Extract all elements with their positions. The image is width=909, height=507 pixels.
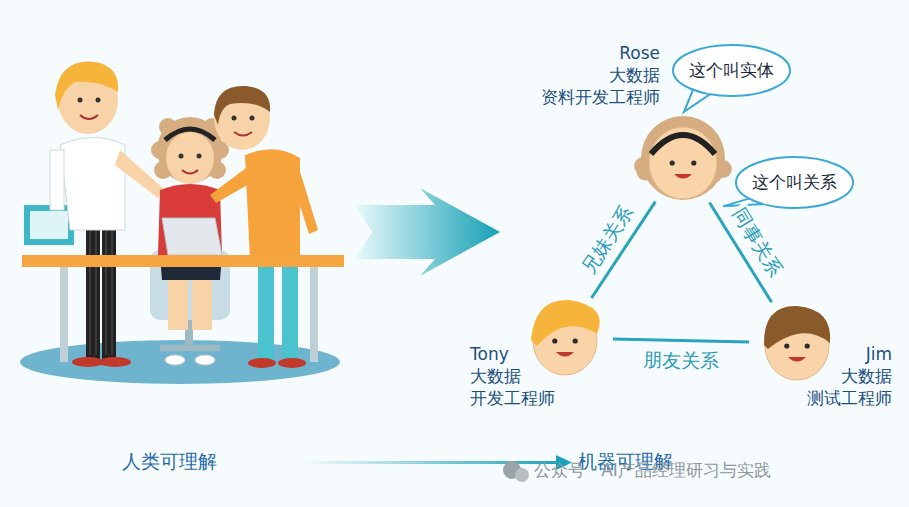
person-face: Jim大数据测试工程师 (763, 309, 831, 377)
watermark: 公众号 · AI产品经理研习与实践 (534, 459, 771, 482)
bubble-text: 这个叫关系 (735, 171, 854, 194)
eye (805, 343, 810, 348)
person-text: 大数据 (470, 365, 555, 387)
person-text: 开发工程师 (470, 387, 555, 409)
face-drawing (633, 110, 733, 210)
person-text: Tony (470, 343, 555, 365)
face-drawing (517, 290, 613, 386)
eye (573, 338, 578, 343)
bubble-join (755, 196, 767, 202)
bubble-join (696, 86, 710, 91)
person-text: 资料开发工程师 (541, 86, 660, 108)
mouth (674, 174, 692, 179)
eye (691, 160, 696, 165)
relation-label: 朋友关系 (639, 349, 721, 373)
person-text: 测试工程师 (807, 387, 892, 409)
headband (651, 135, 715, 154)
speech-bubble: 这个叫实体 (672, 44, 791, 97)
person-text: Jim (807, 343, 892, 365)
face (649, 127, 717, 199)
eye (784, 343, 789, 348)
eye (552, 338, 557, 343)
mouth (788, 357, 806, 362)
person-caption: Rose大数据资料开发工程师 (541, 42, 660, 108)
person-text: 大数据 (807, 365, 892, 387)
eye (670, 160, 675, 165)
mouth (556, 352, 574, 357)
bubble-text: 这个叫实体 (672, 59, 791, 82)
person-text: Rose (541, 42, 660, 64)
caption-label: 人类可理解 (122, 449, 217, 475)
person-face: Rose大数据资料开发工程师 (647, 124, 719, 196)
relation-stroke (613, 339, 749, 342)
relation-line (613, 339, 749, 342)
bubble-ellipse (673, 45, 790, 96)
hair (641, 116, 725, 200)
bubble-ellipse (736, 157, 853, 208)
hair (531, 300, 600, 346)
speech-bubble: 这个叫关系 (735, 156, 854, 209)
person-face: Tony大数据开发工程师 (531, 304, 599, 372)
person-caption: Jim大数据测试工程师 (807, 343, 892, 409)
hair (764, 306, 830, 349)
relation-label: 同事关系 (726, 201, 788, 282)
person-text: 大数据 (541, 64, 660, 86)
person-caption: Tony大数据开发工程师 (470, 343, 555, 409)
face-drawing (749, 295, 845, 391)
